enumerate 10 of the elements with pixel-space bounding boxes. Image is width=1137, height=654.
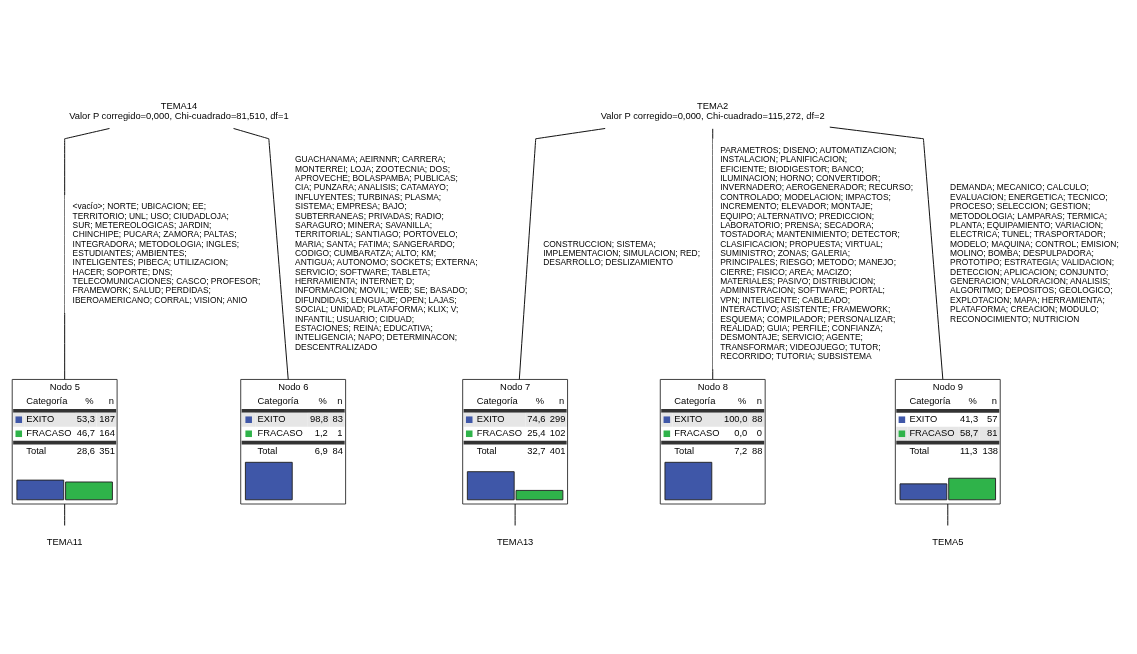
node-text: TEMA2 Valor P corregido=0,000, Chi-cuadrado=115,272, df=2 — [600, 100, 825, 122]
edge-label: <vacío>; NORTE; UBICACION; EE; TERRITORIO; UNL; USO; CIUDADLOJA; SUR; METEREOLOGICAS; JARDIN; CHINCHIPE; PUCARA; ZAMORA; PALTAS; INTEGRADORA; METODOLOGIA; INGLES; ESTUDIANTES; AMBIENTES; INTELIGENTES; PIBECA; UTILIZACION; HACER; SOPORTE; DNS; TELECOMUNICACIONES; CASCO; PROFESOR; FRAMEWORK; SALUD; PERDIDAS; IBEROAMERICANO; CORRAL; VISION; ANIO — [72, 201, 261, 305]
node-text: TEMA11 — [46, 536, 83, 547]
node-text: TEMA14 Valor P corregido=0,000, Chi-cuadrado=81,510, df=1 — [69, 100, 289, 122]
node-text: TEMA5 — [932, 536, 964, 547]
edge-label: PARAMETROS; DISENO; AUTOMATIZACION; INSTALACION; PLANIFICACION; EFICIENTE; BIODIGESTOR; BANCO; ILUMINACION; HORNO; CONVERTIDOR; INVERNADERO; AEROGENERADOR; RECURSO; CONTROLADO; MODELACION; IMPACTOS; INCREMENTO; ELEVADOR; MONTAJE; EQUIPO; ALTERNATIVO; PREDICCION; LABORATORIO; PRENSA; SECADORA; TOSTADORA; MANTENIMIENTO; DETECTOR; CLASIFICACION; PROPUESTA; VIRTUAL; SUMINISTRO; ZONAS; GALERIA; PRINCIPALES; RIESGO; METODO; MANEJO; CIERRE; FISICO; AREA; MACIZO; MATERIALES; PASIVO; DISTRIBUCION; ADMINISTRACION; SOFTWARE; PORTAL; VPN; INTELIGENTE; CABLEADO; INTERACTIVO; ASISTENTE; FRAMEWORK; ESQUEMA; COMPILADOR; PERSONALIZAR; REALIDAD; GUIA; PERFILE; CONFIANZA; DESMONTAJE; SERVICIO; AGENTE; TRANSFORMAR; VIDEOJUEGO; TUTOR; RECORRIDO; TUTORIA; SUBSISTEMA — [720, 145, 914, 362]
node-text: TEMA13 — [496, 536, 534, 547]
edge-label: GUACHANAMA; AEIRNNR; CARRERA; MONTERREI; LOJA; ZOOTECNIA; DOS; APROVECHE; BOLASPAMBA; PUBLICAS; CIA; PUNZARA; ANALISIS; CATAMAYO; INFLUYENTES; TURBINAS; PLASMA; SISTEMA; EMPRESA; BAJO; SUBTERRANEAS; PRIVADAS; RADIO; SARAGURO; MINERA; SAVANILLA; TERRITORIAL; SANTIAGO; PORTOVELO; MARIA; SANTA; FATIMA; SANGERARDO; CODIGO; CUMBARATZA; ALTO; KM; ANTIGUA; AUTONOMO; SOCKETS; EXTERNA; SERVICIO; SOFTWARE; TABLETA; HERRAMIENTA; INTERNET; D; INFORMACION; MOVIL; WEB; SE; BASADO; DIFUNDIDAS; LENGUAJE; OPEN; LAJAS; SOCIAL; UNIDAD; PLATAFORMA; KLIX; V; INFANTIL; USUARIO; CIDUAD; ESTACIONES; REINA; EDUCATIVA; INTELIGENCIA; NAPO; DETERMINACON; DESCENTRALIZADO — [295, 154, 478, 352]
edge-label: DEMANDA; MECANICO; CALCULO; EVALUACION; ENERGETICA; TECNICO; PROCESO; SELECCION; GESTION; METODOLOGIA; LAMPARAS; TERMICA; PLANTA; EQUIPAMIENTO; VARIACION; ELECTRICA; TUNEL; TRASPORTADOR; MODELO; MAQUINA; CONTROL; EMISION; MOLINO; BOMBA; DESPULPADORA; PROTOTIPO; ESTRATEGIA; VALIDACION; DETECCION; APLICACION; CONJUNTO; GENERACION; VALORACION; ANALISIS; ALGORITMO; DEPOSITOS; GEOLOGICO; EXPLOTACION; MAPA; HERRAMIENTA; PLATAFORMA; CREACION; MODULO; RECONOCIMIENTO; NUTRICION — [950, 182, 1119, 324]
edge-label: CONSTRUCCION; SISTEMA; IMPLEMENTACION; SIMULACION; RED; DESARROLLO; DESLIZAMIENTO — [543, 238, 700, 268]
